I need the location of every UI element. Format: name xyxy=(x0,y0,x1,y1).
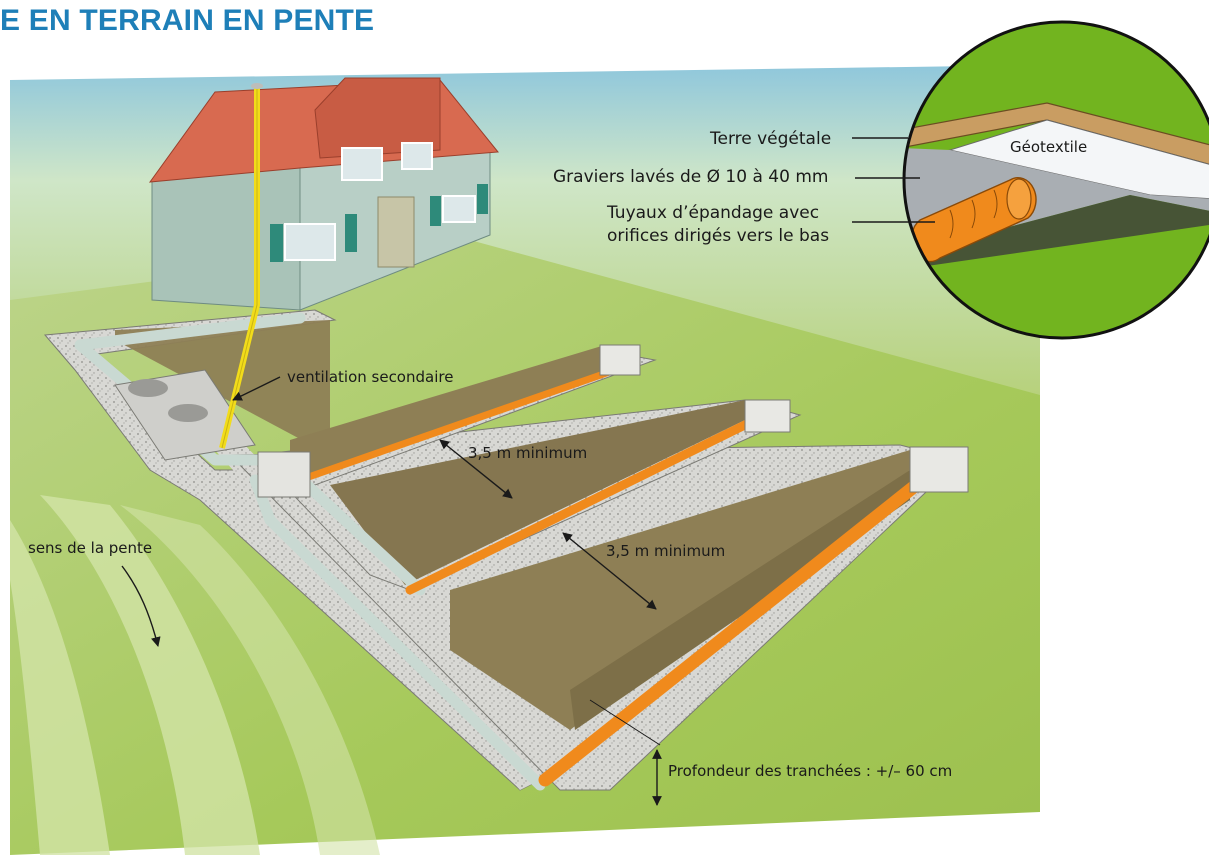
house-dormer xyxy=(314,77,441,159)
tank-lid xyxy=(128,379,168,397)
spacing-1-label: 3,5 m minimum xyxy=(468,444,587,462)
grass-stripe-2 xyxy=(40,495,260,855)
spacing-1-arrow xyxy=(439,439,513,499)
depth-tick-top xyxy=(589,699,661,746)
pipe-label-line1: Tuyaux d’épandage avec xyxy=(606,203,819,223)
trench-wall xyxy=(450,450,910,730)
trench-wall xyxy=(330,400,745,585)
annotations: ventilation secondaire 3,5 m minimum 3,5… xyxy=(28,368,952,806)
inspection-box xyxy=(599,344,641,376)
pipe-label-line2: orifices dirigés vers le bas xyxy=(607,226,829,246)
tanks xyxy=(114,344,969,498)
inset-pipe-ridges xyxy=(949,189,998,239)
trench-wall xyxy=(570,470,910,730)
spacing-2-label: 3,5 m minimum xyxy=(606,542,725,560)
house-shutter xyxy=(270,224,283,262)
ventilation-leader xyxy=(232,376,281,401)
distribution-box xyxy=(257,451,311,498)
spreading-pipe-2 xyxy=(405,415,760,595)
spreading-pipe-3 xyxy=(538,463,942,787)
house-shutter xyxy=(477,184,488,214)
house-door xyxy=(377,196,415,268)
trench-wall xyxy=(115,320,330,455)
house-window xyxy=(401,142,433,170)
spacing-2-arrow xyxy=(562,532,657,610)
house-window xyxy=(442,195,476,223)
trench-detail-inset: Terre végétale Graviers lavés de Ø 10 à … xyxy=(553,20,1209,340)
inset-pipe-end xyxy=(1006,178,1032,220)
topsoil-label: Terre végétale xyxy=(709,129,831,149)
inset-trench-base xyxy=(904,195,1209,270)
gravel-label: Graviers lavés de Ø 10 à 40 mm xyxy=(553,167,828,187)
inset-border xyxy=(902,20,1209,340)
inset-topsoil xyxy=(904,102,1209,171)
trench-walls xyxy=(115,320,910,730)
house xyxy=(148,77,499,311)
ventilation-cap xyxy=(251,83,263,89)
spreading-pipe-1 xyxy=(296,366,619,484)
inspection-box xyxy=(909,446,969,493)
inspection-box xyxy=(744,399,791,433)
ventilation-label: ventilation secondaire xyxy=(287,368,453,386)
page-title: E EN TERRAIN EN PENTE xyxy=(0,4,375,37)
depth-label: Profondeur des tranchées : +/– 60 cm xyxy=(668,762,952,780)
tank-lid xyxy=(168,404,208,422)
slope-label: sens de la pente xyxy=(28,539,152,557)
house-shutter xyxy=(345,214,357,252)
house-window xyxy=(341,147,383,181)
grass-stripe-1 xyxy=(10,520,110,855)
trench-wall xyxy=(290,345,605,480)
slope-arrow xyxy=(121,565,161,647)
geotextile-label: Géotextile xyxy=(1010,138,1087,156)
house-shutter xyxy=(430,196,441,226)
house-window xyxy=(284,223,336,261)
grass-stripe-3 xyxy=(120,505,380,855)
